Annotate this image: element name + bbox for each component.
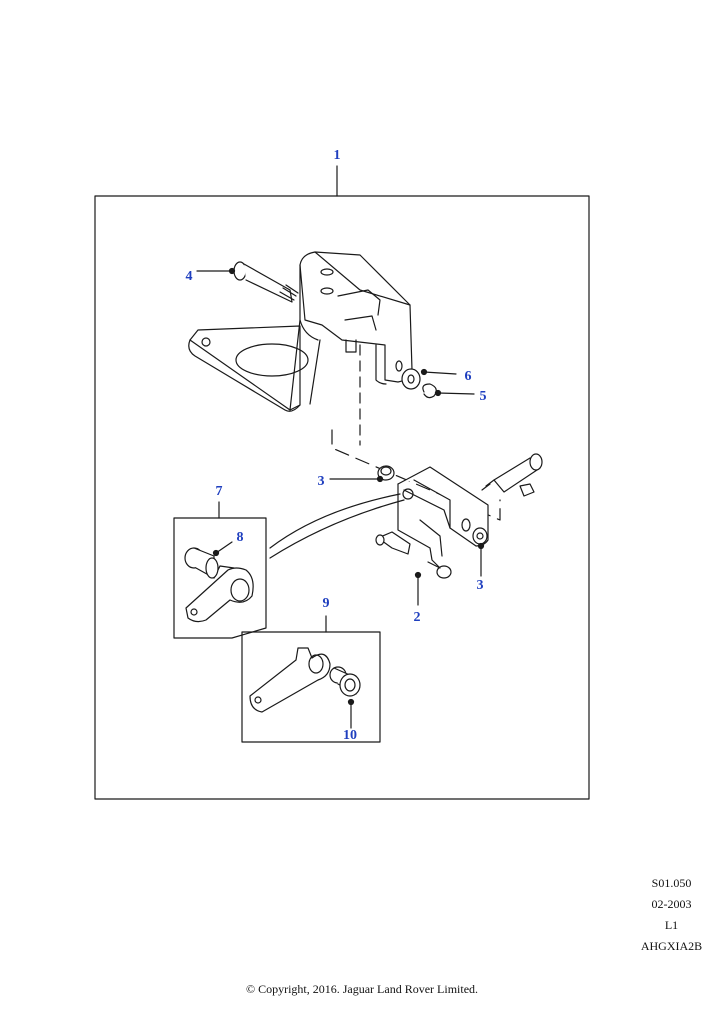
bush-nut-lower bbox=[472, 527, 488, 545]
callout-1: 1 bbox=[334, 148, 341, 163]
lever-bracket bbox=[397, 466, 489, 569]
callout-labels: 1 2 3 3 4 5 6 7 8 9 10 bbox=[186, 148, 487, 743]
revision-date: 02-2003 bbox=[651, 897, 692, 911]
bush-10 bbox=[329, 666, 361, 697]
washer bbox=[401, 368, 421, 390]
lever-arm-9 bbox=[249, 647, 331, 713]
callout-4: 4 bbox=[186, 269, 193, 284]
control-cable bbox=[269, 493, 401, 549]
callout-6: 6 bbox=[465, 369, 472, 384]
inset-box-9 bbox=[241, 631, 381, 743]
lock-nut bbox=[436, 565, 452, 579]
illustration-id: AHGXIA2B bbox=[640, 939, 703, 953]
copyright-notice: © Copyright, 2016. Jaguar Land Rover Lim… bbox=[245, 982, 479, 996]
mounting-bracket bbox=[188, 251, 413, 412]
callout-9: 9 bbox=[323, 596, 330, 611]
bush-nut-upper bbox=[377, 465, 395, 481]
callout-5: 5 bbox=[480, 389, 487, 404]
lever-arm-7 bbox=[185, 565, 254, 623]
callout-8: 8 bbox=[237, 530, 244, 545]
retaining-clip bbox=[422, 383, 437, 399]
level-code: L1 bbox=[664, 918, 679, 932]
callout-7: 7 bbox=[216, 484, 223, 499]
reference-code: S01.050 bbox=[651, 876, 692, 890]
assembly-frame bbox=[94, 195, 590, 800]
callout-10: 10 bbox=[343, 728, 357, 743]
stud-bolt bbox=[377, 531, 411, 555]
callout-2: 2 bbox=[414, 610, 421, 625]
ball-joint-rod-end bbox=[481, 453, 543, 497]
callout-3-upper: 3 bbox=[318, 474, 325, 489]
callout-3-lower: 3 bbox=[477, 578, 484, 593]
inset-box-7 bbox=[173, 517, 267, 639]
bush-8 bbox=[184, 547, 219, 579]
pivot-bolt bbox=[233, 261, 299, 303]
